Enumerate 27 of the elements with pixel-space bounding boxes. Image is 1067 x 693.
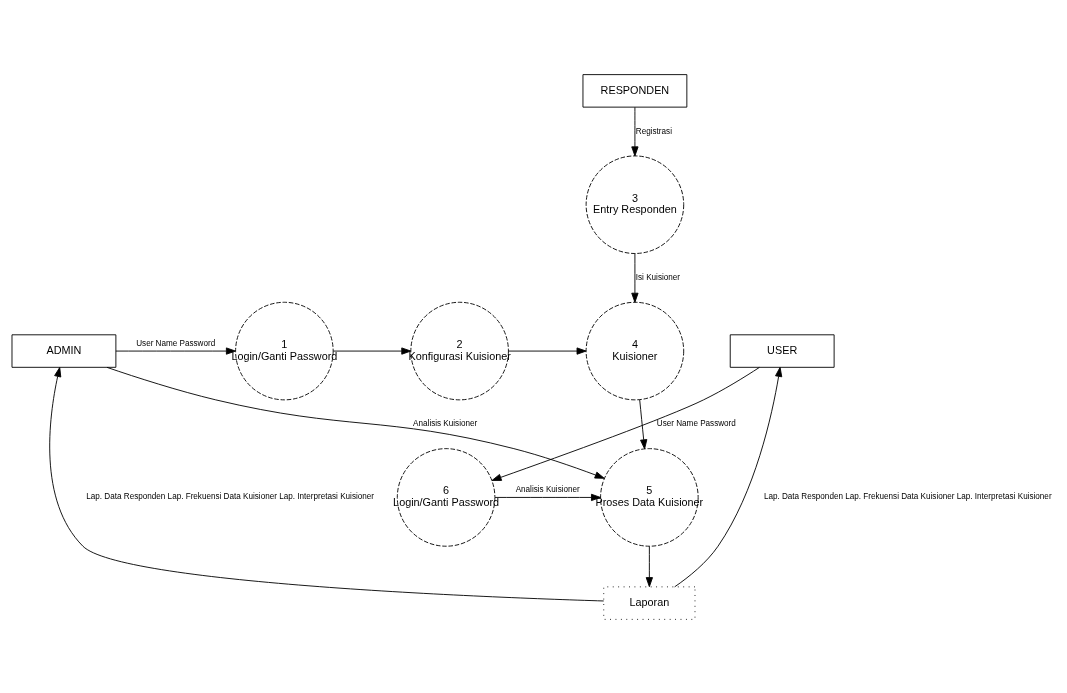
arrow: [332, 346, 412, 355]
node-box: Laporan: [603, 585, 696, 620]
arrow: [674, 366, 783, 587]
node-box: RESPONDEN: [582, 73, 688, 108]
node-circle: 4 Kuisioner: [585, 301, 685, 400]
edge-label: Lap. Data Responden Lap. Frekuensi Data Kuisioner Lap. Interpretasi Kuisioner: [86, 491, 375, 501]
node-box: ADMIN: [11, 333, 117, 368]
arrow: [508, 346, 587, 355]
arrow: [631, 252, 639, 303]
arrow: [49, 366, 605, 601]
arrow: [639, 398, 648, 449]
edge-label: User Name Password: [656, 418, 736, 428]
node-box: USER: [729, 333, 835, 368]
arrow: [631, 106, 639, 156]
edge-label: Analisis Kuisioner: [515, 484, 580, 494]
arrow: [645, 545, 653, 587]
arrow: [494, 493, 601, 501]
edge-label: Registrasi: [635, 126, 672, 136]
edge-label: Isi Kuisioner: [635, 272, 681, 282]
node-circle: 3 Entry Responden: [585, 154, 685, 254]
arrow: [115, 346, 236, 355]
node-circle: 2 Konfigurasi Kuisioner: [410, 301, 509, 400]
edge-label: User Name Password: [136, 338, 216, 348]
arrow: [491, 366, 760, 481]
edge-label: Analisis Kuisioner: [413, 418, 478, 428]
edge-label: Lap. Data Responden Lap. Frekuensi Data Kuisioner Lap. Interpretasi Kuisioner: [763, 491, 1052, 501]
arrow: [106, 366, 605, 479]
